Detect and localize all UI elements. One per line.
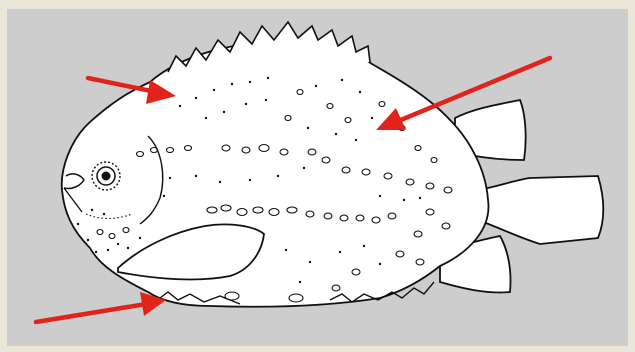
tail-fin bbox=[478, 176, 603, 244]
eye-pupil bbox=[102, 172, 111, 181]
arrow-lower-left bbox=[36, 292, 166, 322]
